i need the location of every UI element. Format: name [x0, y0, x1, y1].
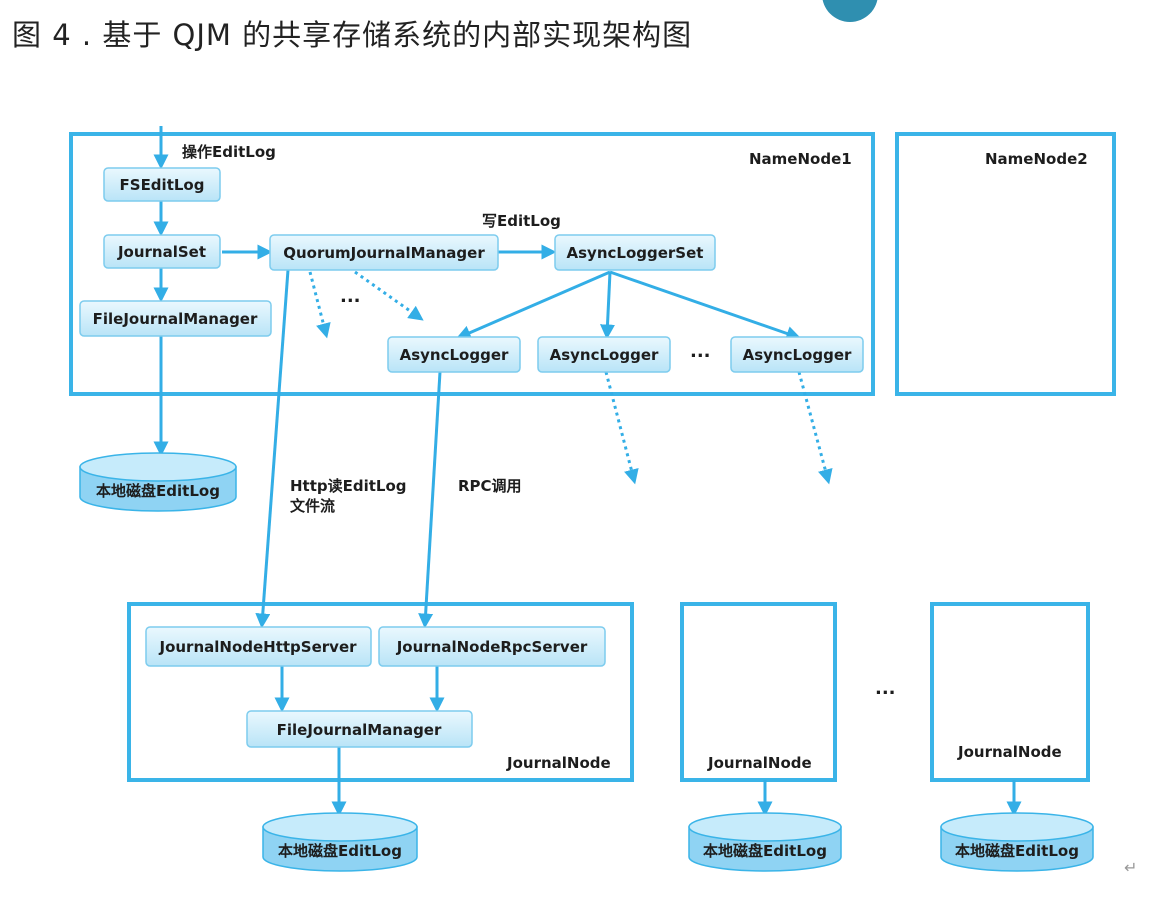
namenode2-frame: [895, 132, 1116, 396]
quorumjournalmanager-box: QuorumJournalManager: [269, 234, 499, 271]
arrow-set-logger-2: [600, 271, 615, 340]
decorative-circle: [822, 0, 878, 22]
journalnoderpcserver-label: JournalNodeRpcServer: [396, 638, 588, 656]
filejournalmanager-box-namenode: FileJournalManager: [79, 300, 272, 337]
filejournalmanager-box-journalnode: FileJournalManager: [246, 710, 473, 748]
asynclogger-label-2: AsyncLogger: [550, 346, 659, 364]
namenode2-label: NameNode2: [985, 150, 1088, 168]
journalnoderpcserver-box: JournalNodeRpcServer: [378, 626, 606, 667]
edit-op-label: 操作EditLog: [182, 143, 276, 161]
journalnode-label-3: JournalNode: [957, 743, 1062, 761]
journalnode-label-1: JournalNode: [506, 754, 611, 772]
ellipsis-qjm: ...: [340, 286, 361, 307]
journalset-label: JournalSet: [117, 243, 206, 261]
asynclogger-box-1: AsyncLogger: [387, 336, 521, 373]
page-title: 图 4 . 基于 QJM 的共享存储系统的内部实现架构图: [12, 18, 693, 52]
quorumjournalmanager-label: QuorumJournalManager: [283, 244, 485, 262]
arrow-set-logger-1: [455, 270, 611, 340]
rpc-call-label: RPC调用: [458, 477, 522, 495]
local-disk-journalnode-2: 本地磁盘EditLog: [688, 812, 842, 872]
filejournalmanager-label: FileJournalManager: [93, 310, 258, 328]
asynclogger-label-3: AsyncLogger: [743, 346, 852, 364]
namenode1-label: NameNode1: [749, 150, 852, 168]
fseditlog-label: FSEditLog: [120, 176, 205, 194]
arrow-logger-rpcserver: [418, 371, 442, 629]
return-mark-icon: ↵: [1124, 858, 1138, 877]
asyncloggerset-label: AsyncLoggerSet: [567, 244, 704, 262]
local-disk-label-1: 本地磁盘EditLog: [96, 482, 220, 500]
write-editlog-label: 写EditLog: [482, 212, 561, 230]
local-disk-label-4: 本地磁盘EditLog: [955, 842, 1079, 860]
journalset-box: JournalSet: [103, 234, 221, 269]
dotted-arrow-logger-2: [604, 371, 639, 485]
journalnode-frame-2: [680, 602, 837, 782]
http-read-label-line1: Http读EditLog: [290, 477, 407, 495]
dotted-arrow-logger-3: [797, 371, 833, 485]
local-disk-label-3: 本地磁盘EditLog: [703, 842, 827, 860]
fseditlog-box: FSEditLog: [103, 167, 221, 202]
journalnodehttpserver-box: JournalNodeHttpServer: [145, 626, 372, 667]
local-disk-namenode: 本地磁盘EditLog: [79, 452, 237, 512]
local-disk-journalnode-3: 本地磁盘EditLog: [940, 812, 1094, 872]
journalnodehttpserver-label: JournalNodeHttpServer: [158, 638, 357, 656]
journalnode-frame-3: [930, 602, 1090, 782]
arrow-set-logger-3: [609, 270, 802, 341]
local-disk-label-2: 本地磁盘EditLog: [278, 842, 402, 860]
local-disk-journalnode-1: 本地磁盘EditLog: [262, 812, 418, 872]
asynclogger-label-1: AsyncLogger: [400, 346, 509, 364]
asynclogger-box-2: AsyncLogger: [537, 336, 671, 373]
filejournalmanager-label-jn: FileJournalManager: [277, 721, 442, 739]
ellipsis-loggers: ...: [690, 341, 711, 362]
http-read-label-line2: 文件流: [290, 497, 335, 515]
arrow-qjm-httpserver: [255, 269, 290, 629]
journalnode-label-2: JournalNode: [707, 754, 812, 772]
asynclogger-box-3: AsyncLogger: [730, 336, 864, 373]
asyncloggerset-box: AsyncLoggerSet: [554, 234, 716, 271]
ellipsis-journalnodes: ...: [875, 678, 896, 699]
